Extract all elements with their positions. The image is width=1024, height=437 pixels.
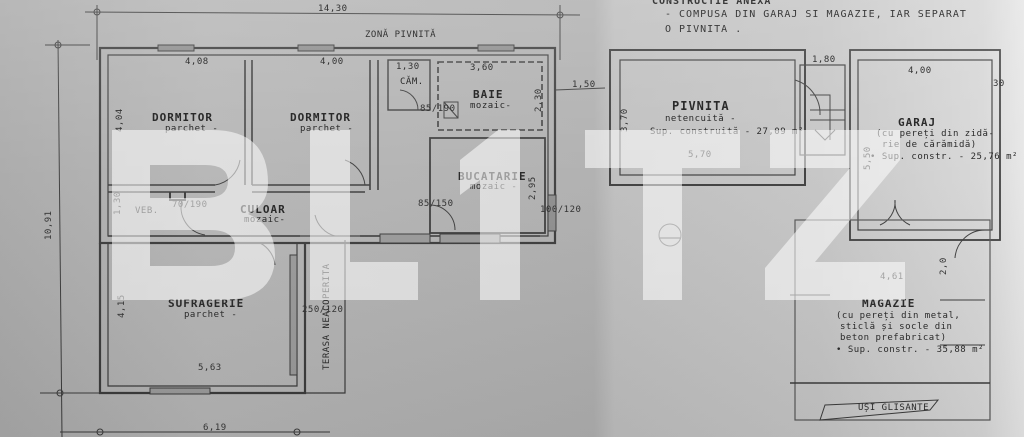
dormitor2-floor: parchet - bbox=[300, 124, 354, 134]
total-width-dim: 14,30 bbox=[318, 4, 348, 14]
pivnita-area: Sup. construită - 27,09 m² bbox=[650, 127, 804, 137]
garaj-wall-dim: 30 bbox=[993, 79, 1005, 89]
magazie-walls-1: (cu pereți din metal, bbox=[836, 311, 961, 321]
sufragerie-height: 4,15 bbox=[117, 294, 127, 318]
room-dormitor-2: DORMITOR bbox=[290, 111, 351, 124]
bottom-width-dim: 6,19 bbox=[203, 423, 227, 433]
pivnita-width: 5,70 bbox=[688, 150, 712, 160]
baie-floor: mozaic- bbox=[470, 101, 512, 111]
offset-dim: 1,50 bbox=[572, 80, 596, 90]
terasa-neacoperita-label: TERASA NEACOPERITA bbox=[322, 263, 332, 370]
magazie-width: 4,61 bbox=[880, 272, 904, 282]
annex-note-line1: - COMPUSA DIN GARAJ SI MAGAZIE, IAR SEPA… bbox=[665, 9, 967, 20]
room-camara: CĂM. bbox=[400, 77, 424, 87]
buc-side-window-dim: 100/120 bbox=[540, 205, 582, 215]
dormitor1-height: 4,04 bbox=[115, 108, 125, 132]
zone-pivnita-label: ZONĂ PIVNITĂ bbox=[365, 30, 437, 40]
baie-width: 3,60 bbox=[470, 63, 494, 73]
sufragerie-floor: parchet - bbox=[184, 310, 238, 320]
pivnita-finish: netencuită - bbox=[665, 114, 737, 124]
bucatarie-floor: mozaic - bbox=[470, 182, 518, 192]
garaj-width: 4,00 bbox=[908, 66, 932, 76]
vestibul-height: 1,30 bbox=[113, 191, 123, 215]
room-garaj: GARAJ bbox=[898, 116, 937, 129]
dormitor2-width: 4,00 bbox=[320, 57, 344, 67]
room-vestibul: VEB. bbox=[135, 206, 159, 216]
dormitor1-width: 4,08 bbox=[185, 57, 209, 67]
room-bucatarie: BUCATARIE bbox=[458, 170, 527, 183]
magazie-walls-3: beton prefabricat) bbox=[840, 333, 947, 343]
garaj-walls-1: (cu pereți din zidă- bbox=[876, 129, 995, 139]
dormitor1-floor: parchet - bbox=[165, 124, 219, 134]
sufragerie-width: 5,63 bbox=[198, 363, 222, 373]
room-baie: BAIE bbox=[473, 88, 504, 101]
baie-door-dim: 85/190 bbox=[420, 104, 456, 114]
room-magazie: MAGAZIE bbox=[862, 297, 916, 310]
buc-door-dim: 85/150 bbox=[418, 199, 454, 209]
garaj-area: • Sup. constr. - 25,76 m² bbox=[870, 152, 1018, 162]
sufr-side-window-dim: 250/120 bbox=[302, 305, 344, 315]
garaj-walls-2: rie de cărămidă) bbox=[882, 140, 977, 150]
pivnita-height: 3,70 bbox=[620, 108, 630, 132]
garaj-height: 5,50 bbox=[863, 146, 873, 170]
baie-height: 2,30 bbox=[534, 88, 544, 112]
annex-note-line2: O PIVNITA . bbox=[665, 24, 743, 35]
magazie-area: • Sup. constr. - 35,88 m² bbox=[836, 345, 984, 355]
magazie-door-dim: 2,0 bbox=[939, 257, 949, 275]
bucatarie-height: 2,95 bbox=[528, 176, 538, 200]
annex-title: CONSTRUCTIE ANEXA bbox=[652, 0, 772, 7]
sliding-doors-label: UȘI GLISANTE bbox=[858, 403, 930, 413]
room-dormitor-1: DORMITOR bbox=[152, 111, 213, 124]
room-pivnita: PIVNITA bbox=[672, 99, 730, 113]
veb-door-dim: 70/190 bbox=[172, 200, 208, 210]
total-depth-dim: 10,91 bbox=[44, 210, 54, 240]
camara-width: 1,30 bbox=[396, 62, 420, 72]
culoar-floor: mozaic- bbox=[244, 215, 286, 225]
room-sufragerie: SUFRAGERIE bbox=[168, 297, 245, 310]
stair-width: 1,80 bbox=[812, 55, 836, 65]
room-culoar: CULOAR bbox=[240, 203, 286, 216]
magazie-walls-2: sticlă și socle din bbox=[840, 322, 953, 332]
